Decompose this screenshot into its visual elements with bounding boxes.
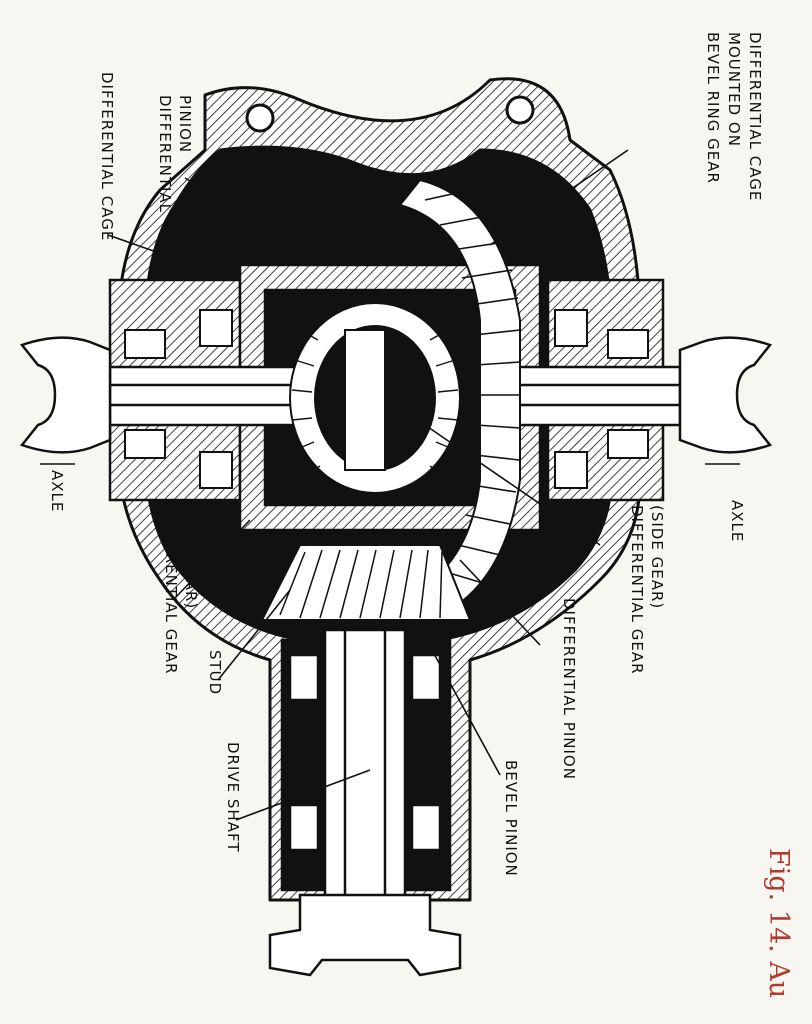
left-bearing-lower [124,429,166,459]
label-side-gear-right: DIFFERENTIAL GEAR (SIDE GEAR) [628,505,666,680]
pinion-bearing-top-right [410,653,442,702]
leader-stud [217,589,291,681]
right-bearing-lower [607,429,649,459]
label-diff-pinion-right: DIFFERENTIAL PINION [560,598,578,780]
label-diff-cage: DIFFERENTIAL CAGE [98,72,116,241]
label-bevel-pinion: BEVEL PINION [502,760,520,877]
right-inner-bearing-upper [554,309,588,347]
drive-shaft-assembly [268,628,462,977]
differential-pinion-shaft [344,329,386,471]
leader-ring-gear [489,149,629,246]
label-axle-right: AXLE [728,500,746,542]
left-axle-shaft [108,365,312,427]
left-axle-yoke [19,336,112,454]
leader-side-gear-left [174,519,251,599]
mount-hole-right [505,95,535,125]
leader-side-gear-right [424,424,601,546]
left-inner-bearing-upper [199,309,233,347]
leader-diff-pinion-top [184,177,241,213]
right-axle-yoke [678,336,773,454]
pinion-bearing-bottom-right [410,803,442,852]
leader-drive-shaft [235,769,371,821]
right-axle-shaft [508,365,682,427]
axles [19,336,773,454]
pinion-bearing-bottom-left [288,803,320,852]
leader-lines [40,149,740,821]
right-inner-bearing-lower [554,451,588,489]
label-drive-shaft: DRIVE SHAFT [224,742,242,853]
label-diff-pinion-top: DIFFERENTIAL PINION [156,95,194,219]
label-ring-gear: BEVEL RING GEAR MOUNTED ON DIFFERENTIAL … [704,32,764,201]
pinion-bearing-top-left [288,653,320,702]
labels: BEVEL RING GEAR MOUNTED ON DIFFERENTIAL … [48,32,764,877]
bevel-pinion [260,544,472,621]
differential-gears [289,302,461,494]
left-inner-bearing-lower [199,451,233,489]
left-bearing-upper [124,329,166,359]
drive-shaft [323,628,407,912]
label-axle-left: AXLE [48,470,66,512]
right-bearing-upper [607,329,649,359]
label-side-gear-left: DIFFERENTIAL GEAR (SIDE GEAR) [162,505,200,680]
drive-flange [268,893,462,977]
leader-diff-cage [107,234,186,263]
figure-caption: Fig. 14. Au [763,848,794,998]
leader-bevel-pinion [431,649,501,776]
mount-hole-left [245,103,275,133]
bearings [124,309,649,489]
leader-diff-pinion-right [459,559,541,646]
label-stud: STUD [206,650,224,695]
